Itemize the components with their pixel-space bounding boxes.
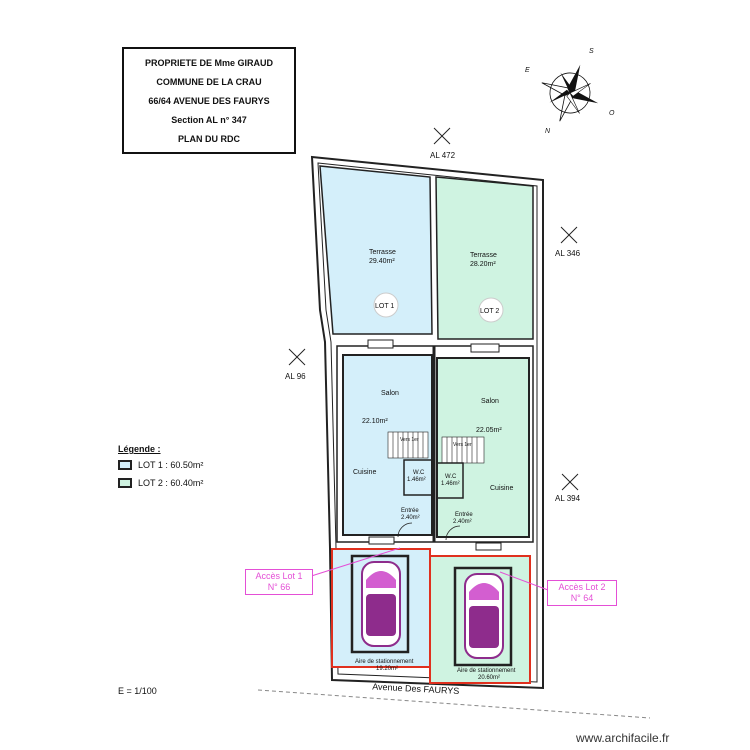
parking-space-lot2 bbox=[453, 566, 513, 667]
salon2-area: 22.05m² bbox=[476, 427, 502, 434]
stair-lot1-label: Vers 1er bbox=[400, 437, 419, 443]
street-line bbox=[257, 689, 651, 719]
access-lot1-label: Accès Lot 1 N° 66 bbox=[245, 569, 313, 595]
car-lot1-icon bbox=[361, 561, 401, 647]
parking2-name: Aire de stationnement bbox=[457, 668, 516, 674]
window-lot1-top bbox=[367, 339, 394, 349]
legend-label-lot1: LOT 1 : 60.50m² bbox=[138, 460, 204, 470]
terrasse1-area: 29.40m² bbox=[369, 258, 395, 265]
salon1-name: Salon bbox=[381, 390, 399, 397]
car-lot2-icon bbox=[464, 573, 504, 659]
entree1-name: Entrée bbox=[401, 508, 419, 514]
legend-heading: Légende : bbox=[118, 444, 161, 454]
compass-south: S bbox=[589, 48, 594, 55]
legend-label-lot2: LOT 2 : 60.40m² bbox=[138, 478, 204, 488]
title-owner: PROPRIETE DE Mme GIRAUD bbox=[144, 57, 274, 68]
lot1-badge-circle bbox=[373, 292, 399, 318]
wc2-area: 1.46m² bbox=[441, 481, 460, 487]
parcel-marker-top-icon bbox=[433, 127, 451, 145]
parcel-left: AL 96 bbox=[285, 372, 306, 381]
parking-space-lot1 bbox=[350, 554, 410, 654]
street-name: Avenue Des FAURYS bbox=[372, 681, 460, 696]
title-plan: PLAN DU RDC bbox=[178, 133, 240, 144]
parking1-area: 19.20m² bbox=[376, 666, 398, 672]
title-block: PROPRIETE DE Mme GIRAUD COMMUNE DE LA CR… bbox=[122, 47, 296, 154]
parking2-area: 20.60m² bbox=[478, 675, 500, 681]
window-lot2-top bbox=[470, 343, 500, 353]
wc-lot2 bbox=[436, 462, 464, 499]
stairs-lot1 bbox=[387, 431, 429, 459]
wc1-area: 1.46m² bbox=[407, 477, 426, 483]
wc1-name: W.C bbox=[413, 470, 425, 476]
legend-item-lot2: LOT 2 : 60.40m² bbox=[118, 478, 203, 488]
wc-lot1 bbox=[403, 459, 433, 496]
compass-north: N bbox=[545, 128, 551, 135]
cuisine2-name: Cuisine bbox=[490, 485, 513, 492]
legend-swatch-lot1 bbox=[118, 460, 132, 470]
entree2-area: 2.40m² bbox=[453, 519, 472, 525]
parcel-top: AL 472 bbox=[430, 151, 456, 160]
window-lot1-bottom bbox=[368, 536, 395, 545]
salon1-area: 22.10m² bbox=[362, 418, 388, 425]
window-lot2-bottom bbox=[475, 542, 502, 551]
access-lot1-line1: Accès Lot 1 bbox=[255, 571, 303, 581]
parcel-marker-right-lower-icon bbox=[561, 473, 579, 491]
lot1-badge: LOT 1 bbox=[375, 303, 394, 310]
parcel-marker-right-upper-icon bbox=[560, 226, 578, 244]
title-commune: COMMUNE DE LA CRAU bbox=[156, 76, 262, 87]
access-lot2-label: Accès Lot 2 N° 64 bbox=[547, 580, 617, 606]
terrasse-lot1 bbox=[319, 165, 433, 335]
entree1-area: 2.40m² bbox=[401, 515, 420, 521]
access-arrow-lot1 bbox=[304, 547, 401, 579]
parcel-right-upper: AL 346 bbox=[555, 249, 581, 258]
parking1-name: Aire de stationnement bbox=[355, 659, 414, 665]
terrasse1-name: Terrasse bbox=[369, 249, 396, 256]
house-lot1 bbox=[342, 354, 433, 536]
access-lot1-line2: N° 66 bbox=[267, 582, 291, 592]
lot2-badge: LOT 2 bbox=[480, 308, 499, 315]
wc2-name: W.C bbox=[445, 474, 457, 480]
door-lot1 bbox=[397, 522, 413, 538]
parcel-marker-left-icon bbox=[288, 348, 306, 366]
compass-east: E bbox=[525, 67, 530, 74]
access-lot2-line2: N° 64 bbox=[570, 593, 594, 603]
legend: Légende : LOT 1 : 60.50m² LOT 2 : 60.40m… bbox=[118, 444, 203, 496]
title-address: 66/64 AVENUE DES FAURYS bbox=[148, 95, 270, 106]
stairs-lot2 bbox=[441, 436, 485, 464]
stair-lot2-label: Vers 1er bbox=[453, 442, 472, 448]
compass-rose-icon bbox=[541, 64, 599, 122]
compass-west: O bbox=[609, 110, 615, 117]
access-arrow-lot2 bbox=[499, 571, 549, 591]
scale-label: E = 1/100 bbox=[118, 686, 157, 696]
title-section: Section AL n° 347 bbox=[171, 114, 247, 125]
legend-swatch-lot2 bbox=[118, 478, 132, 488]
legend-item-lot1: LOT 1 : 60.50m² bbox=[118, 460, 203, 470]
door-lot2 bbox=[445, 525, 461, 541]
salon2-name: Salon bbox=[481, 398, 499, 405]
cuisine1-name: Cuisine bbox=[353, 469, 376, 476]
entree2-name: Entrée bbox=[455, 512, 473, 518]
lot2-badge-circle bbox=[478, 297, 504, 323]
parcel-right-lower: AL 394 bbox=[555, 494, 581, 503]
access-lot2-line1: Accès Lot 2 bbox=[558, 582, 606, 592]
terrasse2-name: Terrasse bbox=[470, 252, 497, 259]
terrasse2-area: 28.20m² bbox=[470, 261, 496, 268]
credit-link[interactable]: www.archifacile.fr bbox=[576, 731, 670, 745]
terrasse-lot2 bbox=[435, 176, 534, 340]
